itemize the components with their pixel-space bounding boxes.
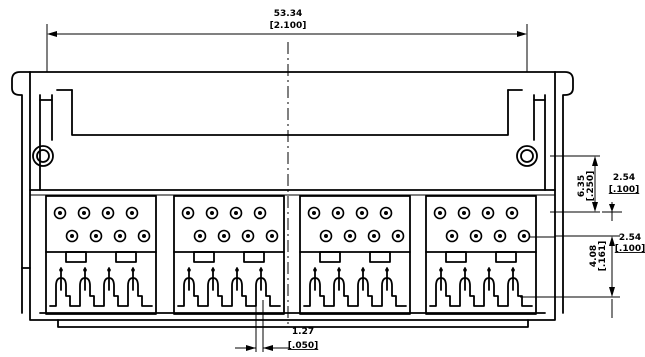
pin-upper-center <box>186 211 190 215</box>
pin-upper-center <box>234 211 238 215</box>
overall-width-inch: [2.100] <box>270 21 307 31</box>
led-right <box>516 145 538 167</box>
pitch-upper-inch: [.100] <box>609 185 639 195</box>
contact-leads <box>303 277 407 307</box>
contact-tip <box>211 268 215 272</box>
led-window <box>495 251 517 263</box>
port-housing <box>173 195 285 315</box>
pin-lower-center <box>450 234 454 238</box>
pitch-lower-mm: 2.54 <box>619 233 641 243</box>
pin-upper-center <box>82 211 86 215</box>
port-3 <box>299 195 411 315</box>
port-2 <box>173 195 285 315</box>
contact-tip <box>487 268 491 272</box>
lead-pitch-inch: [.050] <box>288 341 318 351</box>
contact-tip <box>313 268 317 272</box>
contact-leads <box>49 277 153 307</box>
row-offset-inch: [.161] <box>598 241 608 271</box>
housing-outline <box>11 71 574 328</box>
contact-tip <box>187 268 191 272</box>
right-dimensions: 6.35 [.250] 2.54 [.100] 4.08 [.161] 2.54… <box>520 155 645 318</box>
port-housing <box>425 195 537 315</box>
pin-lower-center <box>222 234 226 238</box>
contact-tip <box>337 268 341 272</box>
pin-upper-center <box>58 211 62 215</box>
pin-upper-center <box>360 211 364 215</box>
pin-lower-center <box>118 234 122 238</box>
contact-leads <box>429 277 533 307</box>
led-window <box>243 251 265 263</box>
port-4 <box>425 195 537 315</box>
ports-group <box>45 195 537 315</box>
overall-width-mm: 53.34 <box>274 9 302 19</box>
port-1 <box>45 195 157 315</box>
right-height-mm: 6.35 <box>577 175 587 197</box>
pin-upper-center <box>438 211 442 215</box>
pin-lower-center <box>498 234 502 238</box>
port-housing <box>299 195 411 315</box>
pin-lower-center <box>142 234 146 238</box>
contact-leads <box>177 277 281 307</box>
pin-upper-center <box>258 211 262 215</box>
contact-tip <box>361 268 365 272</box>
contact-tip <box>511 268 515 272</box>
pin-lower-center <box>348 234 352 238</box>
contact-tip <box>107 268 111 272</box>
contact-tip <box>385 268 389 272</box>
led-left <box>32 145 54 167</box>
pin-lower-center <box>94 234 98 238</box>
lead-pitch-dimension: 1.27 [.050] <box>235 300 318 352</box>
pin-upper-center <box>336 211 340 215</box>
led-window <box>115 251 137 263</box>
pin-lower-center <box>522 234 526 238</box>
pin-upper-center <box>384 211 388 215</box>
contact-tip <box>439 268 443 272</box>
pin-lower-center <box>270 234 274 238</box>
pin-lower-center <box>474 234 478 238</box>
pin-lower-center <box>396 234 400 238</box>
pin-upper-center <box>462 211 466 215</box>
pitch-upper-mm: 2.54 <box>613 173 635 183</box>
pin-lower-center <box>324 234 328 238</box>
row-offset-mm: 4.08 <box>589 245 599 267</box>
pin-upper-center <box>130 211 134 215</box>
pin-lower-center <box>70 234 74 238</box>
led-window <box>319 251 341 263</box>
contact-tip <box>59 268 63 272</box>
contact-tip <box>83 268 87 272</box>
contact-tip <box>235 268 239 272</box>
led-window <box>193 251 215 263</box>
lead-pitch-mm: 1.27 <box>292 327 314 337</box>
pin-upper-center <box>210 211 214 215</box>
port-housing <box>45 195 157 315</box>
pin-lower-center <box>372 234 376 238</box>
led-window <box>445 251 467 263</box>
pin-upper-center <box>486 211 490 215</box>
overall-width-dimension: 53.34 [2.100] <box>46 9 528 72</box>
pin-upper-center <box>510 211 514 215</box>
pin-lower-center <box>198 234 202 238</box>
pin-upper-center <box>106 211 110 215</box>
contact-tip <box>131 268 135 272</box>
right-height-inch: [.250] <box>586 171 596 201</box>
pin-lower-center <box>246 234 250 238</box>
pitch-lower-inch: [.100] <box>615 244 645 254</box>
contact-tip <box>259 268 263 272</box>
contact-tip <box>463 268 467 272</box>
led-window <box>65 251 87 263</box>
led-window <box>369 251 391 263</box>
pin-upper-center <box>312 211 316 215</box>
